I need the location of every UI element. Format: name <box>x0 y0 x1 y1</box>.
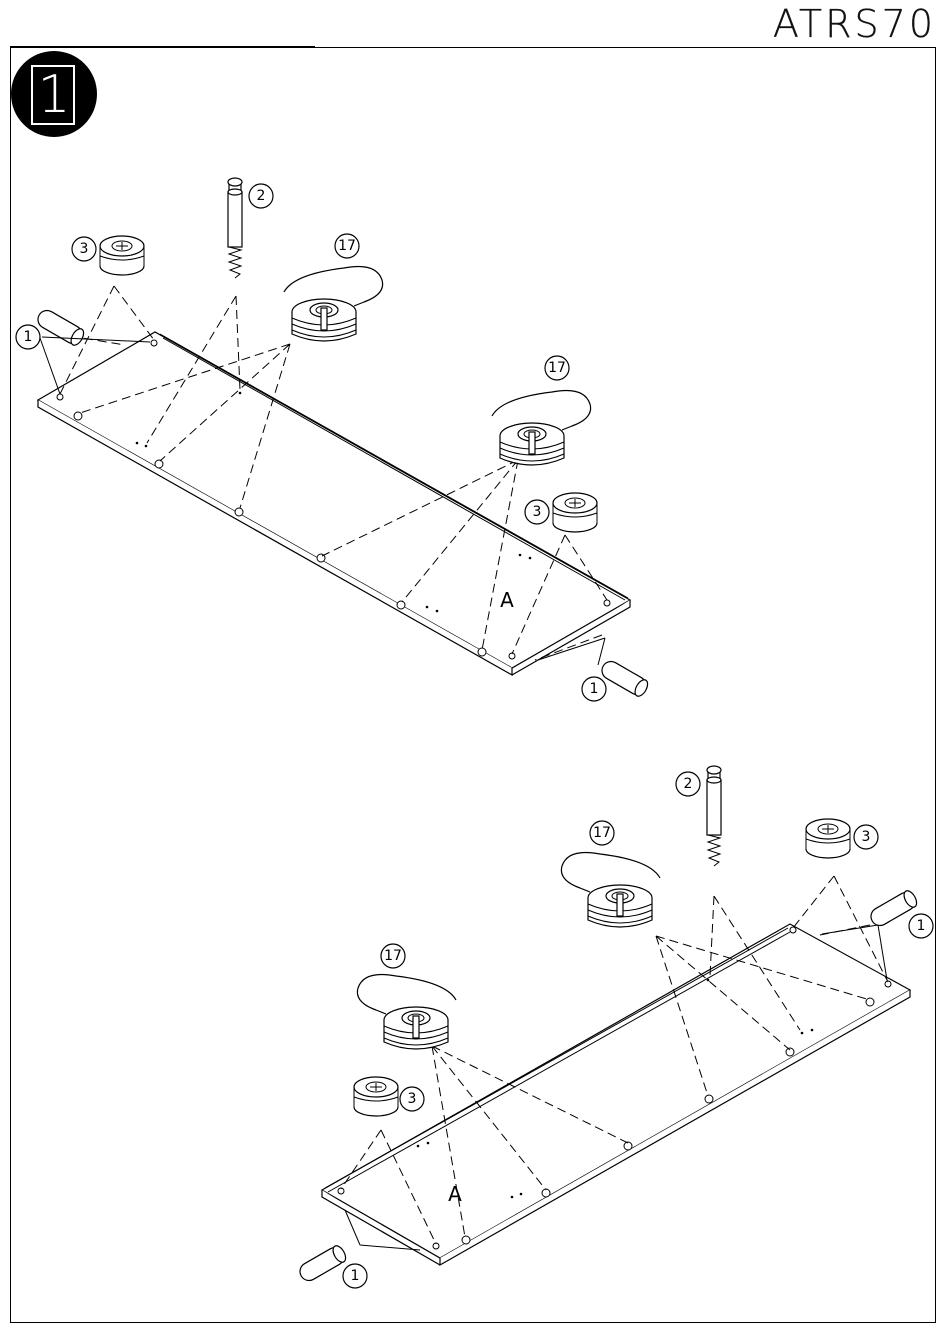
callout-cam-lock: 3 <box>854 825 878 849</box>
cam-lock-icon <box>806 819 850 858</box>
step-badge: 1 <box>11 51 97 137</box>
connector-icon <box>284 267 383 342</box>
svg-text:3: 3 <box>408 1091 417 1107</box>
panel-mark-upper: A <box>500 588 514 612</box>
panel-mark-lower: A <box>448 1182 462 1206</box>
svg-text:17: 17 <box>384 948 402 964</box>
svg-text:3: 3 <box>862 829 871 845</box>
cam-bolt-icon <box>228 178 242 278</box>
callout-cam-lock: 3 <box>525 500 549 524</box>
dowel-icon <box>599 658 650 698</box>
svg-text:1: 1 <box>590 681 599 697</box>
lower-assembly: A 2 17 3 1 17 3 1 <box>297 766 933 1288</box>
cam-lock-icon <box>354 1077 398 1116</box>
callout-connector: 17 <box>545 356 569 380</box>
cam-bolt-icon <box>707 766 721 866</box>
callout-cam-bolt: 2 <box>676 772 700 796</box>
connector-icon <box>561 853 660 928</box>
callout-connector: 17 <box>590 821 614 845</box>
svg-text:2: 2 <box>684 776 693 792</box>
svg-text:1: 1 <box>24 329 33 345</box>
callout-dowel: 1 <box>909 914 933 938</box>
step-number: 1 <box>37 65 70 125</box>
svg-text:3: 3 <box>533 504 542 520</box>
callout-connector: 17 <box>335 234 359 258</box>
svg-text:3: 3 <box>80 241 89 257</box>
svg-text:17: 17 <box>548 360 566 376</box>
cam-lock-icon <box>100 236 144 275</box>
dowel-icon <box>35 307 86 347</box>
callout-cam-lock: 3 <box>400 1087 424 1111</box>
svg-text:1: 1 <box>917 918 926 934</box>
callout-connector: 17 <box>381 944 405 968</box>
callout-cam-lock: 3 <box>72 237 96 261</box>
connector-icon <box>492 391 591 466</box>
connector-icon <box>357 975 456 1050</box>
svg-text:17: 17 <box>338 238 356 254</box>
svg-text:17: 17 <box>593 825 611 841</box>
svg-text:2: 2 <box>257 188 266 204</box>
callout-dowel: 1 <box>582 677 606 701</box>
upper-assembly: A 1 3 2 17 17 3 1 <box>16 178 650 701</box>
callout-dowel: 1 <box>343 1264 367 1288</box>
cam-lock-icon <box>553 493 597 532</box>
callout-dowel: 1 <box>16 325 40 349</box>
svg-text:1: 1 <box>351 1268 360 1284</box>
dowel-icon <box>297 1244 348 1284</box>
callout-cam-bolt: 2 <box>249 184 273 208</box>
